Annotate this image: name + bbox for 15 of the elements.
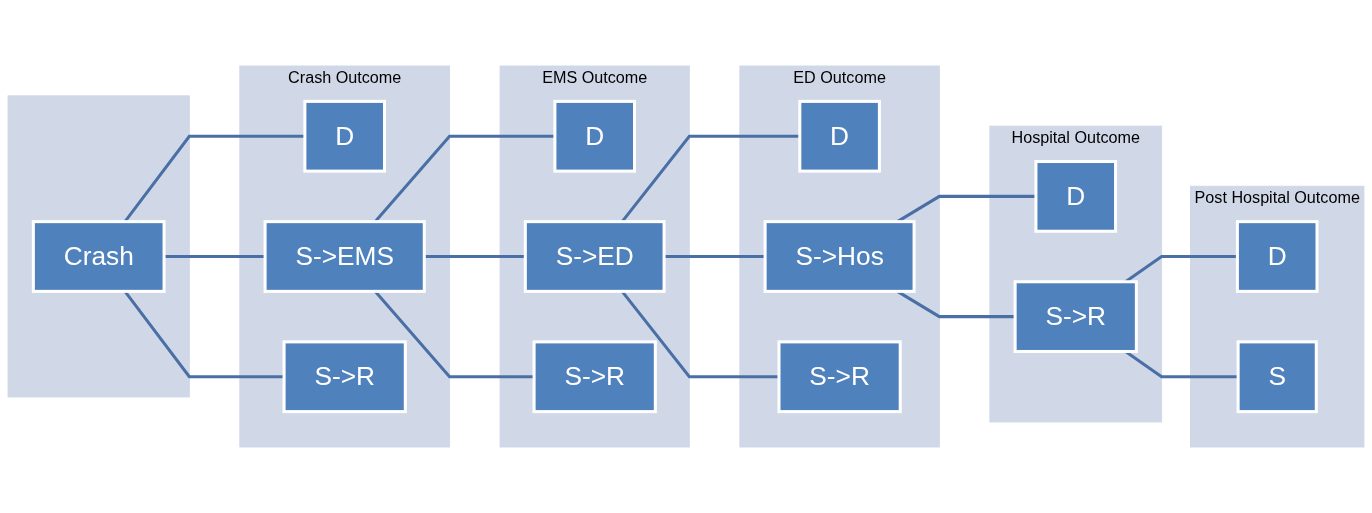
node-box: S	[1236, 340, 1318, 414]
node-box: S->ED	[523, 220, 666, 293]
node-box: S->Hos	[763, 220, 916, 293]
cluster	[7, 95, 190, 398]
node-box: D	[553, 99, 637, 173]
node-box: S->R	[282, 340, 407, 414]
node-box: D	[303, 99, 386, 173]
node-box: Crash	[31, 220, 166, 293]
node-box: S->R	[1013, 280, 1138, 353]
node-box: S->R	[532, 340, 657, 414]
node-box: D	[798, 99, 881, 173]
node-box: D	[1235, 220, 1319, 293]
node-box: S->EMS	[263, 220, 426, 293]
node-box: D	[1034, 160, 1118, 233]
node-box: S->R	[777, 340, 902, 414]
